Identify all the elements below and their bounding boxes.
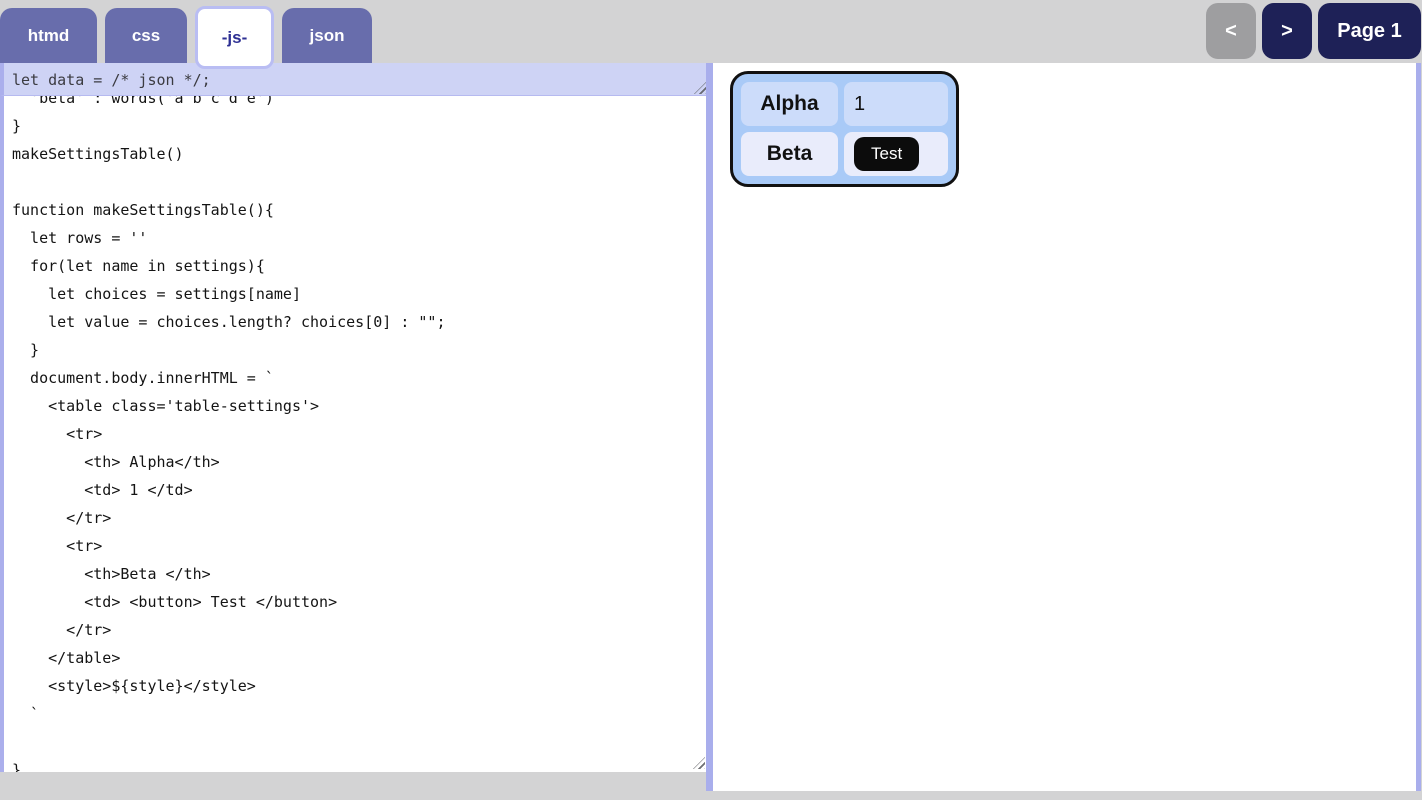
editor-column: let data = /* json */; 'beta' : words('a… xyxy=(0,63,706,772)
row-value-alpha: 1 xyxy=(844,82,948,126)
preview-body: Alpha 1 Beta Test xyxy=(713,63,1416,187)
preview-pane: Alpha 1 Beta Test xyxy=(706,63,1421,791)
row-header-alpha: Alpha xyxy=(741,82,838,126)
tab-json[interactable]: json xyxy=(282,8,372,63)
settings-table: Alpha 1 Beta Test xyxy=(730,71,959,187)
table-row: Alpha 1 xyxy=(741,82,948,126)
tab-css[interactable]: css xyxy=(105,8,187,63)
tab-bar: htmd css -js- json xyxy=(0,0,372,69)
page-indicator-button[interactable]: Page 1 xyxy=(1318,3,1421,59)
js-code-editor[interactable]: 'beta' : words('a b c d e') } makeSettin… xyxy=(0,95,706,772)
table-row: Beta Test xyxy=(741,132,948,176)
pager-controls: < > Page 1 xyxy=(1206,3,1421,59)
test-button[interactable]: Test xyxy=(854,137,920,171)
row-value-beta: Test xyxy=(844,132,948,176)
data-line-textarea[interactable]: let data = /* json */; xyxy=(0,63,706,95)
prev-page-button[interactable]: < xyxy=(1206,3,1256,59)
tab-js[interactable]: -js- xyxy=(195,6,274,69)
row-header-beta: Beta xyxy=(741,132,838,176)
top-bar: htmd css -js- json < > Page 1 xyxy=(0,0,1422,69)
next-page-button[interactable]: > xyxy=(1262,3,1312,59)
tab-htmd[interactable]: htmd xyxy=(0,8,97,63)
